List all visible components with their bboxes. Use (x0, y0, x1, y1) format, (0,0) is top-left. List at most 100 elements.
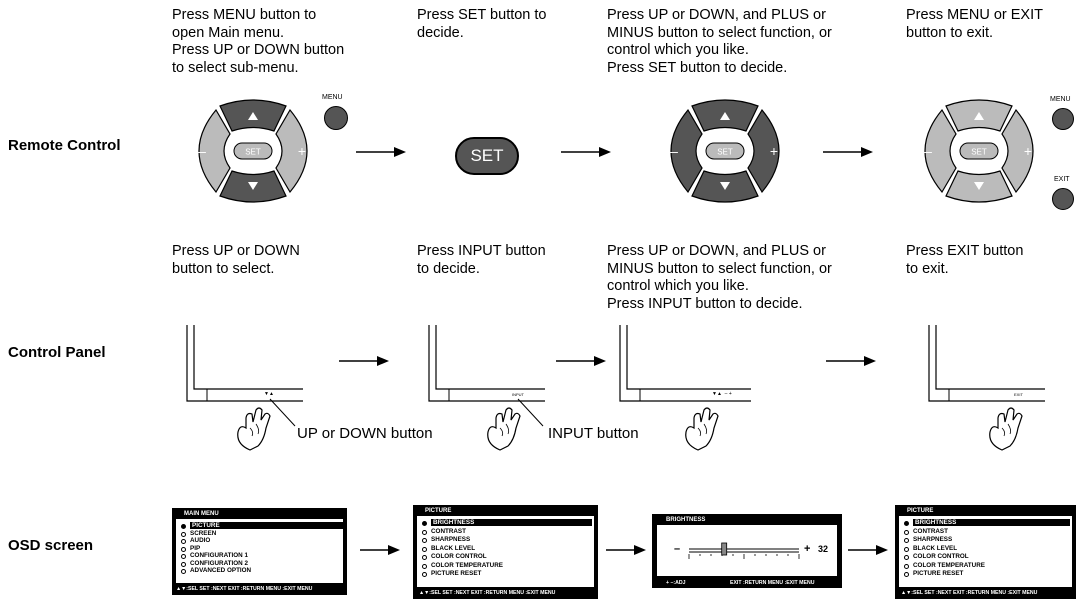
set-button[interactable] (705, 142, 745, 160)
exit-button[interactable] (1052, 188, 1074, 210)
arrow-osd-1-2 (360, 545, 400, 555)
hand-pointer-icon (487, 407, 521, 451)
updown-button-callout: UP or DOWN button (297, 425, 433, 442)
osd-item-radio-icon (422, 538, 427, 543)
osd-menu-item[interactable]: CONFIGURATION 1 (190, 552, 248, 559)
input-button-small[interactable]: INPUT (512, 392, 524, 397)
dpad-minus-button[interactable] (198, 108, 231, 194)
osd-menu-item[interactable]: BRIGHTNESS (913, 519, 1070, 526)
dpad-plus-button[interactable] (1001, 108, 1034, 194)
osd-menu-item[interactable]: COLOR TEMPERATURE (913, 561, 985, 569)
panel-corner-3 (619, 325, 751, 402)
osd-item-radio-icon (181, 561, 186, 567)
menu-button[interactable] (324, 106, 348, 130)
arrow-remote-3-4 (823, 147, 873, 157)
panel-corner-2 (428, 325, 545, 402)
updown-buttons-small[interactable]: ▼▲ (264, 391, 274, 397)
osd-menu-item[interactable]: CONTRAST (913, 527, 948, 535)
arrow-panel-3-4 (826, 356, 876, 366)
brightness-slider[interactable] (687, 539, 802, 561)
panel-corner-1 (186, 325, 303, 402)
dpad-plus-button[interactable] (275, 108, 308, 194)
osd-brightness-title: BRIGHTNESS (666, 517, 706, 523)
remote-step-3-text: Press UP or DOWN, and PLUS or MINUS butt… (607, 7, 832, 76)
osd-item-radio-icon (904, 563, 909, 569)
arrow-remote-2-3 (561, 147, 611, 157)
dpad-plus-button[interactable] (747, 108, 780, 194)
osd-item-radio-icon (181, 554, 186, 559)
osd-item-radio-icon (422, 563, 427, 569)
osd-item-radio-icon (904, 538, 909, 543)
osd-main-menu-footer: ▲▼:SEL SET :NEXT EXIT :RETURN MENU :EXIT… (176, 586, 313, 592)
remote-dpad-step-1: SET – + (198, 99, 308, 203)
set-button[interactable] (233, 142, 273, 160)
osd-brightness-value: 32 (818, 544, 829, 554)
osd-menu-item[interactable]: BLACK LEVEL (431, 544, 476, 552)
osd-menu-item[interactable]: ADVANCED OPTION (190, 567, 252, 574)
osd-menu-item[interactable]: PICTURE RESET (431, 570, 482, 577)
down-arrow-icon (248, 182, 258, 190)
osd-item-radio-icon (904, 521, 909, 526)
brightness-slider-thumb[interactable] (721, 542, 728, 556)
minus-label: – (670, 143, 678, 159)
row-label-remote-control: Remote Control (8, 137, 121, 154)
osd-menu-item[interactable]: SHARPNESS (431, 536, 471, 543)
set-button-label: SET (971, 148, 987, 157)
osd-brightness: BRIGHTNESS – + 32 + –:ADJ EXIT :RETURN M… (652, 514, 842, 588)
remote-dpad-step-4: SET – + (924, 99, 1034, 203)
minus-label: – (198, 143, 206, 159)
exit-button-small[interactable]: EXIT (1014, 392, 1023, 397)
dpad-minus-button[interactable] (924, 108, 957, 194)
down-arrow-icon (974, 182, 984, 190)
callout-line-updown (269, 398, 296, 427)
remote-step-1-text: Press MENU button to open Main menu. Pre… (172, 7, 345, 76)
set-button[interactable] (959, 142, 999, 160)
osd-menu-item[interactable]: AUDIO (190, 537, 211, 544)
plus-label: + (770, 143, 778, 159)
osd-menu-item[interactable]: SHARPNESS (913, 536, 953, 543)
osd-item-radio-icon (422, 529, 427, 535)
panel-step-4-text: Press EXIT button to exit. (906, 243, 1024, 277)
plus-label: + (298, 143, 306, 159)
osd-menu-item[interactable]: PIP (190, 544, 201, 552)
osd-menu-item[interactable]: PICTURE (190, 522, 347, 529)
set-button-label: SET (717, 148, 733, 157)
hand-pointer-icon (685, 407, 719, 451)
menu-button-2[interactable] (1052, 108, 1074, 130)
osd-item-radio-icon (422, 555, 427, 560)
osd-menu-item[interactable]: PICTURE RESET (913, 570, 964, 577)
arrow-remote-1-2 (356, 147, 406, 157)
plus-label: + (1024, 143, 1032, 159)
osd-menu-item[interactable]: BLACK LEVEL (913, 544, 958, 552)
dpad-minus-button[interactable] (670, 108, 703, 194)
osd-item-radio-icon (904, 572, 909, 577)
osd-menu-item[interactable]: COLOR CONTROL (913, 553, 969, 560)
osd-main-menu-title: MAIN MENU (184, 511, 219, 517)
updown-plusminus-buttons-small[interactable]: ▼▲ – + (712, 391, 732, 397)
minus-label: – (924, 143, 932, 159)
up-arrow-icon (720, 112, 730, 120)
down-arrow-icon (720, 182, 730, 190)
osd-item-radio-icon (904, 529, 909, 535)
osd-menu-item[interactable]: SCREEN (190, 529, 217, 537)
remote-step-2-text: Press SET button to decide. (417, 7, 547, 41)
arrow-panel-2-3 (556, 356, 606, 366)
arrow-osd-3-4 (848, 545, 888, 555)
set-big-button-label: SET (470, 146, 504, 165)
osd-menu-item[interactable]: CONFIGURATION 2 (190, 559, 248, 567)
osd-menu-item[interactable]: COLOR TEMPERATURE (431, 561, 503, 569)
set-big-button[interactable]: SET (455, 137, 519, 175)
osd-item-radio-icon (422, 521, 427, 526)
osd-menu-item[interactable]: CONTRAST (431, 527, 466, 535)
osd-item-radio-icon (181, 546, 186, 552)
osd-menu-item[interactable]: COLOR CONTROL (431, 553, 487, 560)
hand-pointer-icon (237, 407, 271, 451)
osd-menu-item[interactable]: BRIGHTNESS (431, 519, 592, 526)
callout-line-input (517, 398, 544, 427)
osd-picture-menu-return-title: PICTURE (907, 508, 934, 514)
osd-item-radio-icon (422, 572, 427, 577)
osd-picture-menu-footer: ▲▼:SEL SET :NEXT EXIT :RETURN MENU :EXIT… (419, 590, 556, 596)
